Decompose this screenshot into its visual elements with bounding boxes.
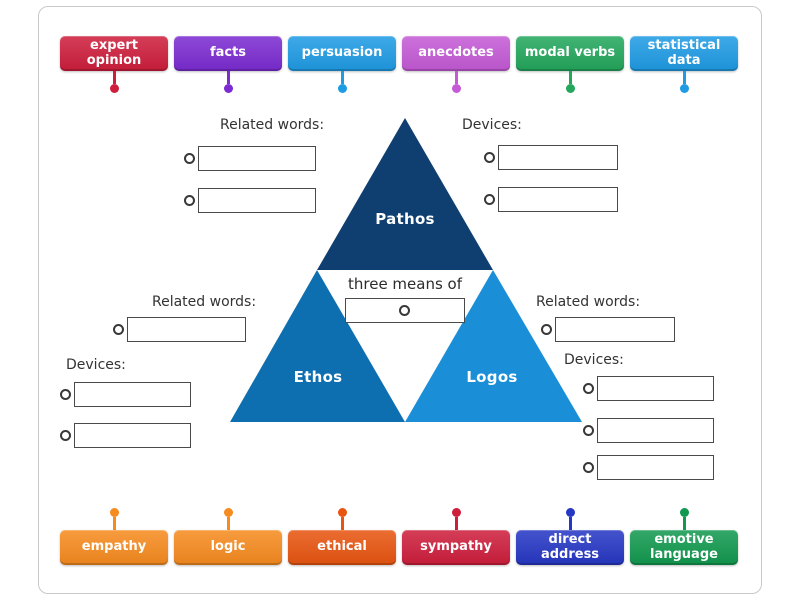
- slot-logos-devices-3[interactable]: [597, 455, 714, 480]
- tile-label[interactable]: ethical: [288, 530, 396, 565]
- tile-label[interactable]: empathy: [60, 530, 168, 565]
- logos-triangle: [405, 270, 582, 422]
- rhetoric-triangle-diagram: [230, 118, 582, 422]
- pathos-label: Pathos: [375, 210, 435, 228]
- tile-expert-opinion[interactable]: expert opinion: [60, 36, 168, 93]
- tile-stem: [340, 71, 344, 84]
- tile-stem: [682, 517, 686, 530]
- tile-label[interactable]: emotive language: [630, 530, 738, 565]
- tile-pin-dot: [565, 84, 575, 93]
- tile-stem: [340, 517, 344, 530]
- slot-ethos-devices-2[interactable]: [74, 423, 191, 448]
- tile-stem: [454, 517, 458, 530]
- tile-stem: [682, 71, 686, 84]
- pathos-triangle: [317, 118, 493, 270]
- tile-statistical-data[interactable]: statistical data: [630, 36, 738, 93]
- devices-label-ethos: Devices:: [66, 357, 126, 373]
- tile-pin-dot: [223, 84, 233, 93]
- tile-anecdotes[interactable]: anecdotes: [402, 36, 510, 93]
- ethos-triangle: [230, 270, 405, 422]
- tile-label[interactable]: modal verbs: [516, 36, 624, 71]
- slot-pathos-related-2[interactable]: [198, 188, 316, 213]
- connector-dot-ethos-devices-1[interactable]: [60, 389, 71, 400]
- devices-label-pathos: Devices:: [462, 117, 522, 133]
- slot-logos-devices-2[interactable]: [597, 418, 714, 443]
- tile-empathy[interactable]: empathy: [60, 508, 168, 565]
- tile-pin-dot: [223, 508, 233, 517]
- tile-pin-dot: [679, 508, 689, 517]
- tile-ethical[interactable]: ethical: [288, 508, 396, 565]
- connector-dot-pathos-related-1[interactable]: [184, 153, 195, 164]
- related-words-label-pathos: Related words:: [220, 117, 325, 133]
- tile-label[interactable]: anecdotes: [402, 36, 510, 71]
- tile-label[interactable]: direct address: [516, 530, 624, 565]
- tile-emotive-language[interactable]: emotive language: [630, 508, 738, 565]
- tile-modal-verbs[interactable]: modal verbs: [516, 36, 624, 93]
- tile-label[interactable]: logic: [174, 530, 282, 565]
- connector-dot-ethos-devices-2[interactable]: [60, 430, 71, 441]
- tile-stem: [568, 71, 572, 84]
- slot-ethos-related-1[interactable]: [127, 317, 246, 342]
- tile-logic[interactable]: logic: [174, 508, 282, 565]
- tile-pin-dot: [109, 508, 119, 517]
- ethos-label: Ethos: [293, 368, 343, 386]
- tile-label[interactable]: expert opinion: [60, 36, 168, 71]
- slot-pathos-devices-2[interactable]: [498, 187, 618, 212]
- tile-label[interactable]: sympathy: [402, 530, 510, 565]
- tile-persuasion[interactable]: persuasion: [288, 36, 396, 93]
- tile-pin-dot: [679, 84, 689, 93]
- related-words-label-logos: Related words:: [536, 294, 641, 310]
- tile-pin-dot: [337, 508, 347, 517]
- tile-stem: [112, 517, 116, 530]
- tile-stem: [568, 517, 572, 530]
- tile-stem: [226, 517, 230, 530]
- logos-label: Logos: [466, 368, 518, 386]
- tile-pin-dot: [451, 508, 461, 517]
- connector-dot-logos-devices-3[interactable]: [583, 462, 594, 473]
- tile-stem: [112, 71, 116, 84]
- tile-label[interactable]: statistical data: [630, 36, 738, 71]
- slot-pathos-related-1[interactable]: [198, 146, 316, 171]
- connector-dot-ethos-related-1[interactable]: [113, 324, 124, 335]
- tile-facts[interactable]: facts: [174, 36, 282, 93]
- connector-dot-logos-devices-2[interactable]: [583, 425, 594, 436]
- tile-sympathy[interactable]: sympathy: [402, 508, 510, 565]
- slot-pathos-devices-1[interactable]: [498, 145, 618, 170]
- connector-dot-pathos-related-2[interactable]: [184, 195, 195, 206]
- slot-ethos-devices-1[interactable]: [74, 382, 191, 407]
- tile-stem: [454, 71, 458, 84]
- tile-label[interactable]: persuasion: [288, 36, 396, 71]
- slot-logos-related-1[interactable]: [555, 317, 675, 342]
- connector-dot-logos-related-1[interactable]: [541, 324, 552, 335]
- tile-label[interactable]: facts: [174, 36, 282, 71]
- tile-stem: [226, 71, 230, 84]
- tile-pin-dot: [451, 84, 461, 93]
- devices-label-logos: Devices:: [564, 352, 624, 368]
- connector-dot-pathos-devices-2[interactable]: [484, 194, 495, 205]
- canvas-border: [38, 6, 762, 594]
- center-caption: three means of: [347, 275, 463, 293]
- tile-pin-dot: [337, 84, 347, 93]
- tile-direct-address[interactable]: direct address: [516, 508, 624, 565]
- connector-dot-three-means-of[interactable]: [399, 305, 410, 316]
- connector-dot-pathos-devices-1[interactable]: [484, 152, 495, 163]
- slot-logos-devices-1[interactable]: [597, 376, 714, 401]
- related-words-label-ethos: Related words:: [152, 294, 257, 310]
- tile-pin-dot: [109, 84, 119, 93]
- connector-dot-logos-devices-1[interactable]: [583, 383, 594, 394]
- tile-pin-dot: [565, 508, 575, 517]
